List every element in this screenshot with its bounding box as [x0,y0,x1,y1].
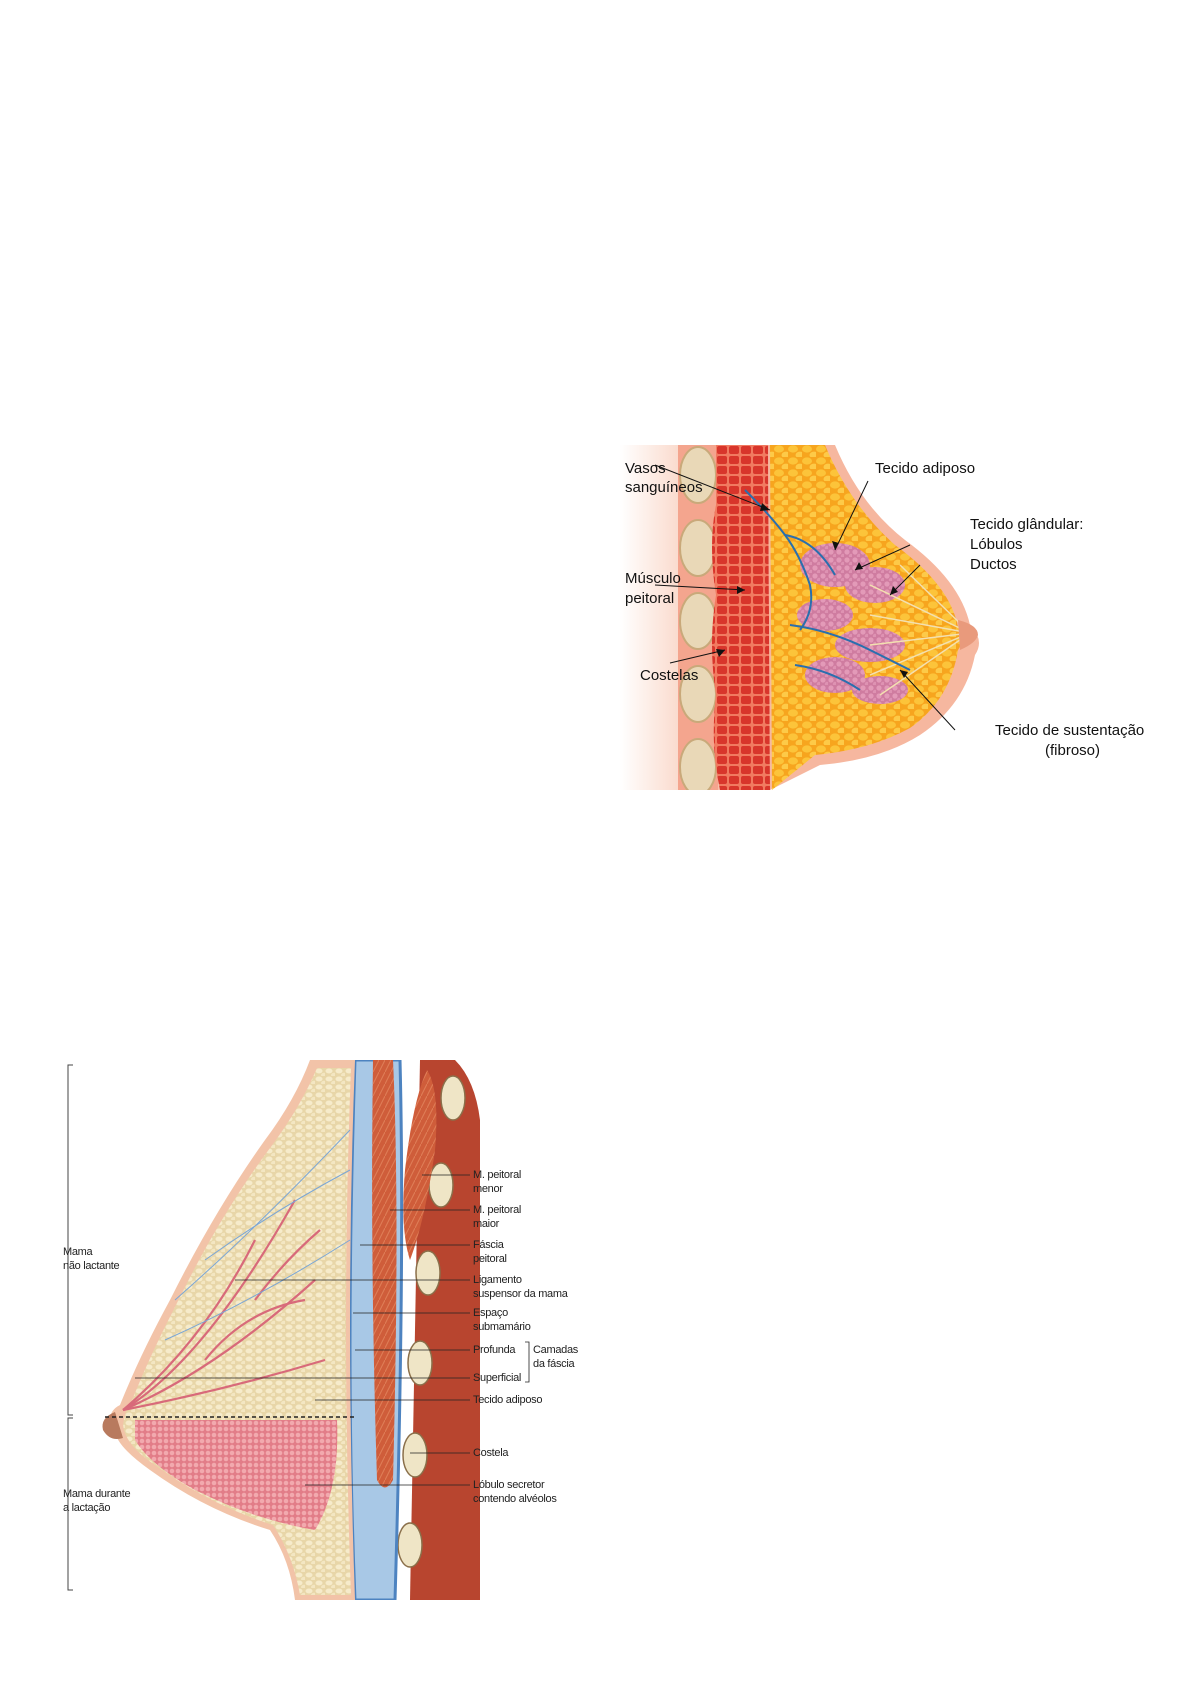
breast-anatomy-illustration-bottom: M. peitoral menor M. peitoral maior Fásc… [63,1060,579,1600]
label-tecido-glandular: Tecido glândular: [970,516,1083,533]
label-espaco-1: Espaço [473,1307,508,1319]
label-ductos: Ductos [970,556,1017,573]
arrowheads [716,503,908,678]
label-lactacao-1: Mama durante [63,1488,131,1500]
label-vasos-2: sanguíneos [625,479,703,496]
label-peitoral-menor-2: menor [473,1183,503,1195]
breast-anatomy-diagram-bottom: M. peitoral menor M. peitoral maior Fásc… [55,1060,615,1600]
label-lobulo-1: Lóbulo secretor [473,1479,545,1491]
leader-lines [654,464,956,731]
label-sustentacao-1: Tecido de sustentação [995,722,1144,739]
label-lactacao-2: a lactação [63,1502,110,1514]
label-nao-lactante-2: não lactante [63,1260,120,1272]
label-fascia-1: Fáscia [473,1239,505,1251]
label-costela: Costela [473,1447,509,1459]
label-espaco-2: submamário [473,1321,531,1333]
label-camadas-1: Camadas [533,1344,579,1356]
nipple-bottom [102,1412,123,1439]
label-tecido-adiposo: Tecido adiposo [875,460,975,477]
label-tecido-adiposo-bottom: Tecido adiposo [473,1394,542,1406]
blood-vessels [744,489,911,691]
ribs [678,445,718,790]
pectoralis-minor [403,1070,437,1260]
adipose-tissue [770,445,962,790]
brackets [67,1064,73,1591]
nipple [958,620,978,650]
label-camadas-2: da fáscia [533,1358,576,1370]
label-lobulo-2: contendo alvéolos [473,1493,557,1505]
ducts [869,564,971,696]
label-lobulos: Lóbulos [970,536,1023,553]
label-musculo-1: Músculo [625,570,681,587]
label-profunda: Profunda [473,1344,516,1356]
label-costelas: Costelas [640,667,698,684]
secretory-lobules [135,1420,338,1530]
label-musculo-2: peitoral [625,590,674,607]
label-vasos-1: Vasos [625,460,666,477]
ribs-bottom [397,1075,466,1568]
label-peitoral-maior-2: maior [473,1218,500,1230]
label-fascia-2: peitoral [473,1253,507,1265]
suspensory-ligaments [164,1129,351,1341]
intercostal-muscle [410,1060,480,1600]
glandular-branches [122,1199,326,1412]
pectoral-muscle [712,445,770,790]
label-peitoral-maior-1: M. peitoral [473,1204,521,1216]
pectoralis-major [372,1060,397,1488]
leader-lines-bottom [135,1174,530,1486]
breast-anatomy-diagram-top: Vasos sanguíneos Músculo peitoral Costel… [620,445,1180,790]
breast-anatomy-illustration-top: Vasos sanguíneos Músculo peitoral Costel… [620,445,1144,790]
label-ligamento-1: Ligamento [473,1274,522,1286]
label-ligamento-2: suspensor da mama [473,1288,569,1300]
label-superficial: Superficial [473,1372,521,1384]
label-peitoral-menor-1: M. peitoral [473,1169,521,1181]
label-nao-lactante-1: Mama [63,1246,94,1258]
label-sustentacao-2: (fibroso) [1045,742,1100,759]
